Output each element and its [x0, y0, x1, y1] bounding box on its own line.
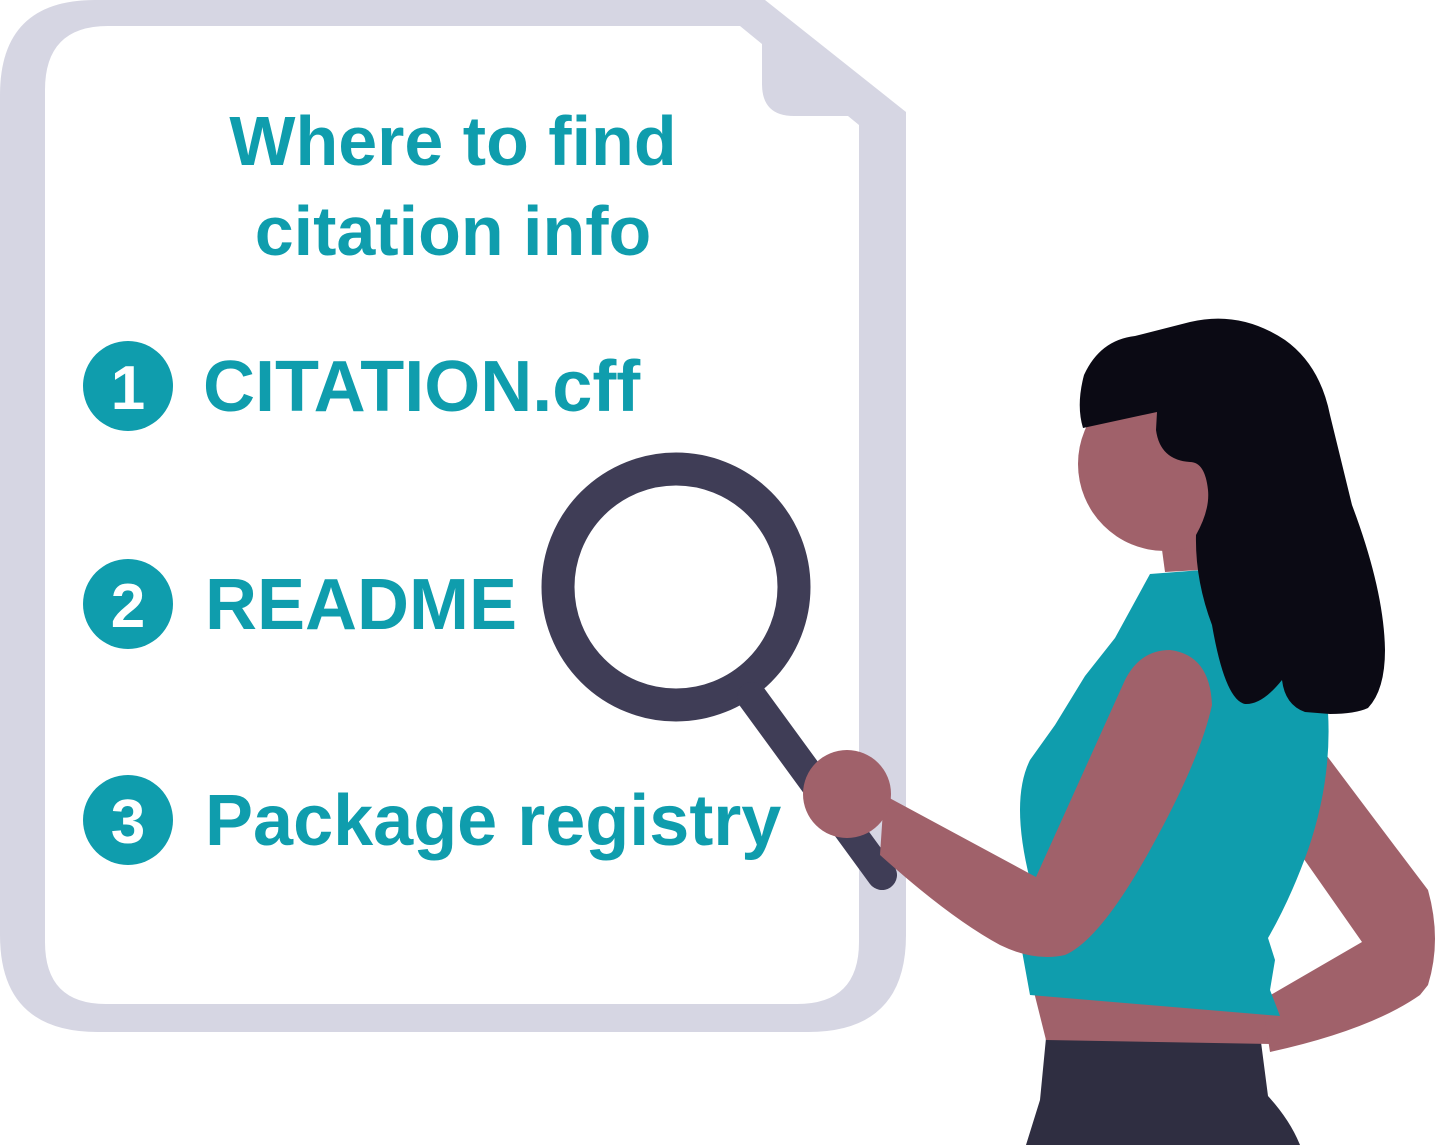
- list-item-3-label: Package registry: [205, 781, 781, 861]
- woman-illustration: [541, 318, 1435, 1145]
- front-arm: [880, 650, 1212, 958]
- pants: [1026, 1038, 1300, 1145]
- list-item-1-label: CITATION.cff: [203, 347, 641, 427]
- hand: [803, 750, 891, 838]
- document-title-line-1: Where to find: [229, 102, 676, 180]
- number-badge-2-label: 2: [111, 572, 145, 641]
- hair: [1079, 318, 1385, 714]
- list-item-2-label: README: [205, 565, 517, 645]
- list-item-1: 1 CITATION.cff: [83, 341, 641, 431]
- number-badge-2: [83, 559, 173, 649]
- number-badge-3-label: 3: [111, 788, 145, 857]
- number-badge-1: [83, 341, 173, 431]
- number-badge-3: [83, 775, 173, 865]
- magnifier-lens-ring: [541, 452, 811, 722]
- number-badge-1-label: 1: [111, 354, 145, 423]
- document-title-line-2: citation info: [255, 192, 652, 270]
- list-item-2: 2 README: [83, 559, 517, 649]
- document-sheet: [0, 0, 906, 1032]
- document-page: [45, 26, 859, 1004]
- list-item-3: 3 Package registry: [83, 775, 781, 865]
